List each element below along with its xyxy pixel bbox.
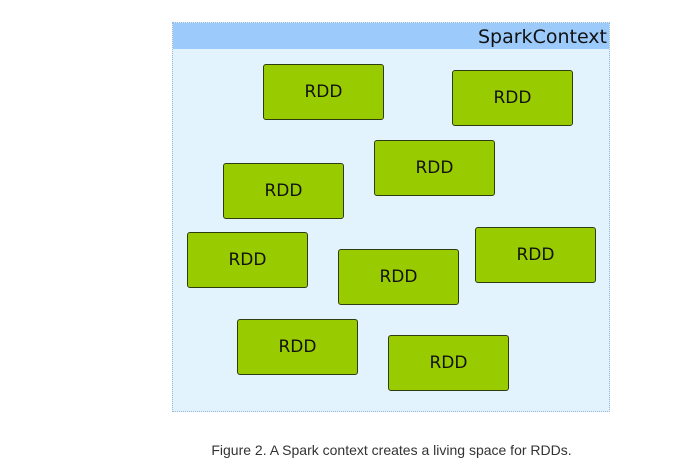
spark-context-header: SparkContext [173,23,609,49]
rdd-node-8: RDD [237,319,358,375]
rdd-node-label: RDD [516,245,555,265]
rdd-node-label: RDD [278,337,317,357]
rdd-node-2: RDD [452,70,573,126]
rdd-node-label: RDD [228,250,267,270]
rdd-node-label: RDD [429,353,468,373]
rdd-node-label: RDD [264,181,303,201]
rdd-node-1: RDD [263,64,384,120]
rdd-node-label: RDD [415,158,454,178]
rdd-node-4: RDD [223,163,344,219]
rdd-node-label: RDD [493,88,532,108]
rdd-node-3: RDD [374,140,495,196]
rdd-node-5: RDD [187,232,308,288]
rdd-node-6: RDD [475,227,596,283]
rdd-node-label: RDD [304,82,343,102]
rdd-node-7: RDD [338,249,459,305]
rdd-node-label: RDD [379,267,418,287]
figure-caption: Figure 2. A Spark context creates a livi… [211,442,572,458]
spark-context-title: SparkContext [477,26,607,48]
rdd-node-9: RDD [388,335,509,391]
